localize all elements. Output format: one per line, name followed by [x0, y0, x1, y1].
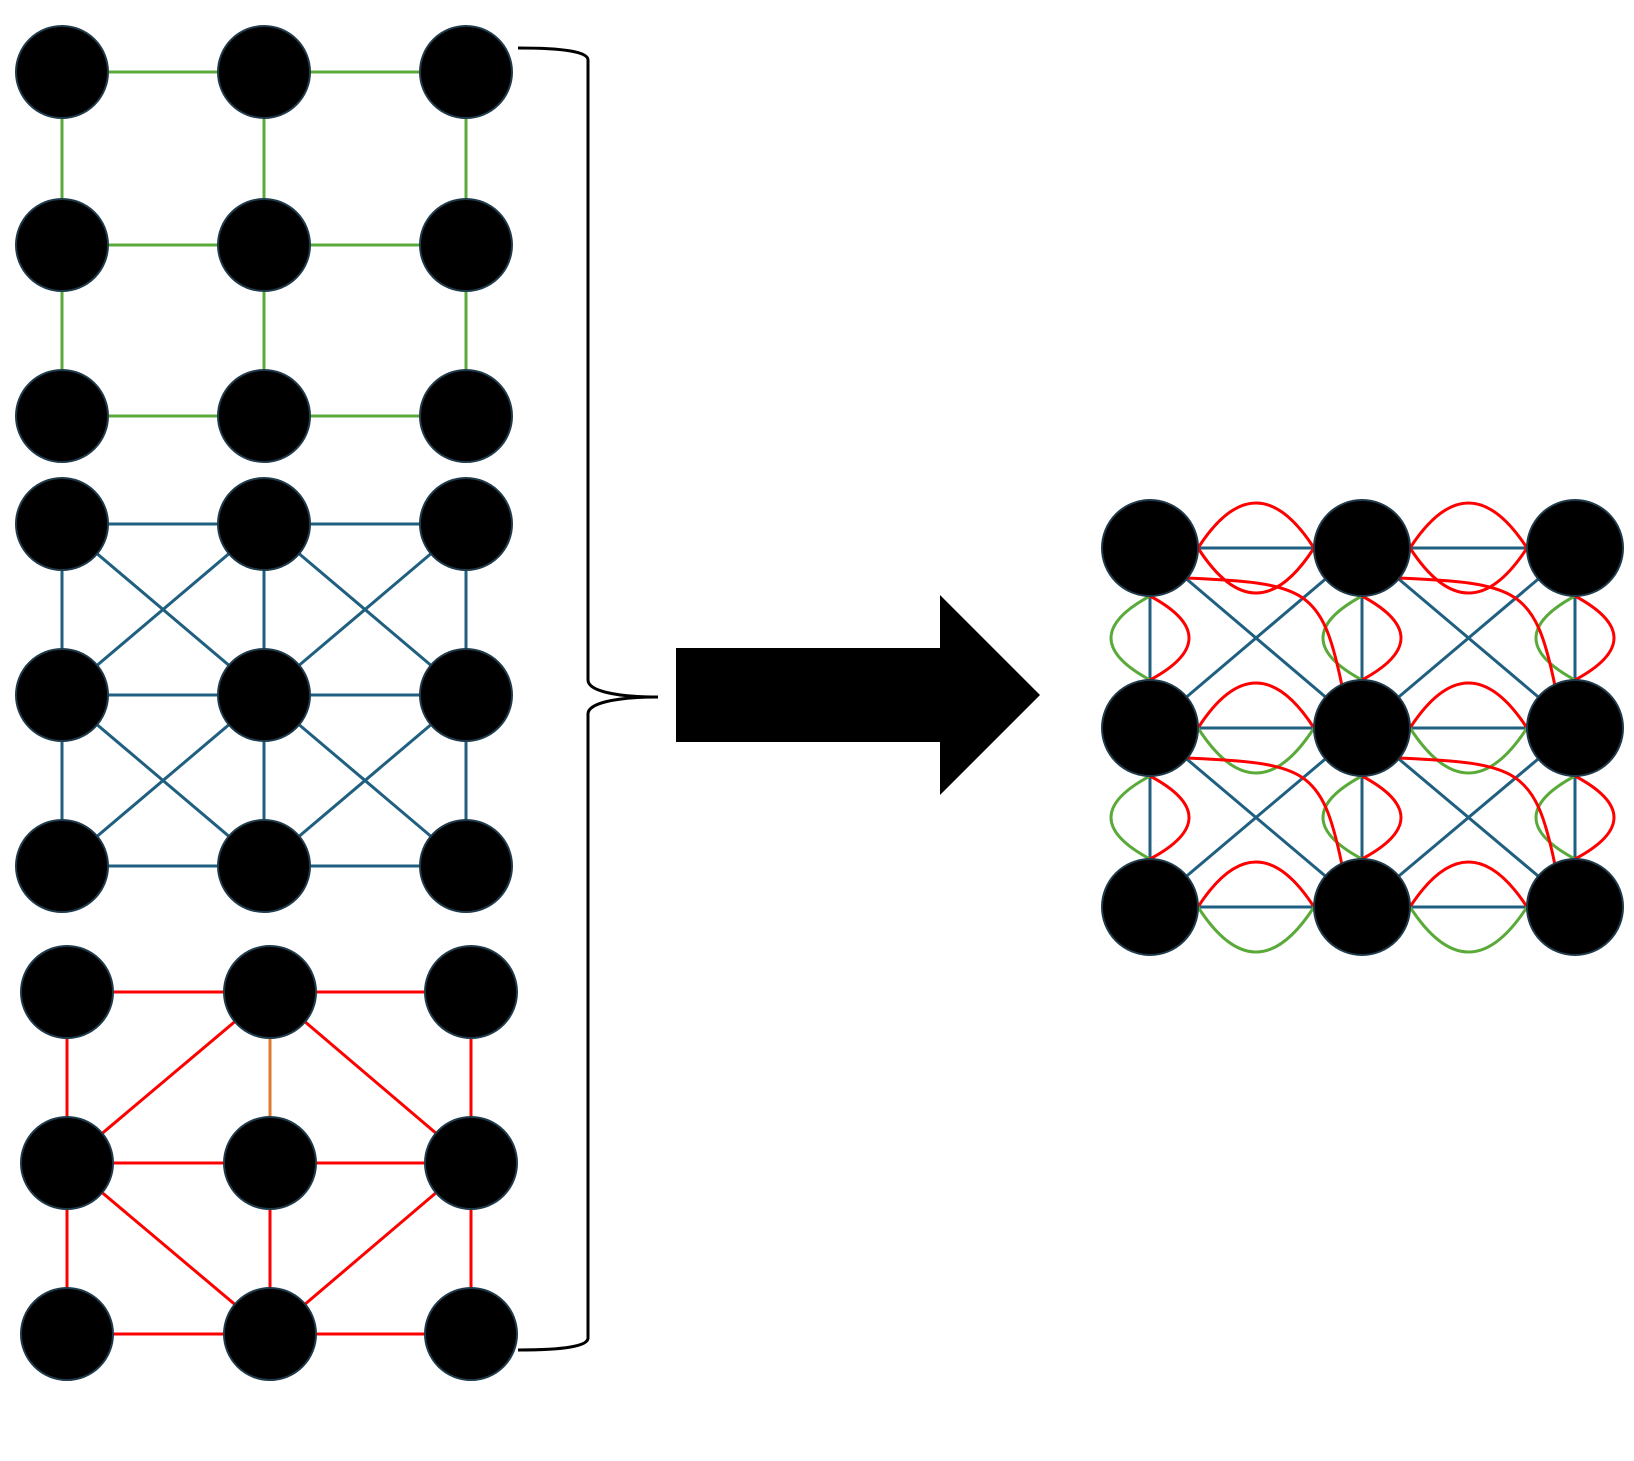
right-curly-brace-icon [517, 46, 659, 1352]
edge [1196, 547, 1316, 595]
node [15, 477, 109, 571]
node [419, 369, 513, 463]
node [419, 198, 513, 292]
edge [1408, 501, 1529, 549]
edge [1109, 594, 1151, 682]
edge [1397, 756, 1557, 866]
layer-2-blue-nodes [15, 477, 513, 913]
merged-nodes [1101, 499, 1624, 956]
edge [1408, 547, 1529, 595]
node [217, 25, 311, 119]
node [1313, 499, 1411, 597]
node [20, 1287, 114, 1381]
edge [1149, 594, 1191, 682]
edge [1408, 727, 1529, 775]
node [15, 198, 109, 292]
edge [1408, 906, 1529, 954]
layer-stack [15, 25, 518, 1381]
layer-3-red [20, 945, 518, 1381]
node [424, 1116, 518, 1210]
edge [1361, 774, 1403, 861]
node [217, 819, 311, 913]
edge [1196, 501, 1316, 549]
node [424, 1287, 518, 1381]
node [1526, 499, 1624, 597]
node [217, 369, 311, 463]
node [419, 477, 513, 571]
edge [1361, 594, 1403, 682]
node [1101, 858, 1199, 956]
node [1526, 858, 1624, 956]
node [1101, 679, 1199, 777]
edge [1321, 594, 1363, 682]
node [1101, 499, 1199, 597]
arrow-shape [676, 595, 1040, 795]
node [223, 1287, 317, 1381]
edge [1196, 727, 1316, 775]
edge [1408, 681, 1529, 729]
node [20, 945, 114, 1039]
node [20, 1116, 114, 1210]
layer-3-red-nodes [20, 945, 518, 1381]
edge [1109, 774, 1151, 861]
node [217, 648, 311, 742]
node [1526, 679, 1624, 777]
layer-1-green [15, 25, 513, 463]
edge [1321, 774, 1363, 861]
node [15, 369, 109, 463]
node [217, 198, 311, 292]
node [223, 1116, 317, 1210]
node [15, 819, 109, 913]
node [424, 945, 518, 1039]
edge [1196, 906, 1316, 954]
edge [1185, 756, 1344, 866]
edge [1534, 594, 1576, 682]
edge [1574, 774, 1616, 861]
node [223, 945, 317, 1039]
edge [1534, 774, 1576, 861]
layer-2-blue [15, 477, 513, 913]
brace-path [517, 46, 659, 1352]
edge [1196, 860, 1316, 908]
node [15, 25, 109, 119]
node [15, 648, 109, 742]
merged-multiplex-network [1101, 499, 1624, 956]
node [419, 819, 513, 913]
right-arrow-icon [676, 595, 1040, 795]
edge [1408, 860, 1529, 908]
node [419, 648, 513, 742]
node [1313, 679, 1411, 777]
edge [1185, 576, 1344, 687]
node [1313, 858, 1411, 956]
edge [1149, 774, 1191, 861]
node [217, 477, 311, 571]
layer-1-green-nodes [15, 25, 513, 463]
node [419, 25, 513, 119]
edge [1574, 594, 1616, 682]
edge [1397, 576, 1557, 687]
edge [1196, 681, 1316, 729]
